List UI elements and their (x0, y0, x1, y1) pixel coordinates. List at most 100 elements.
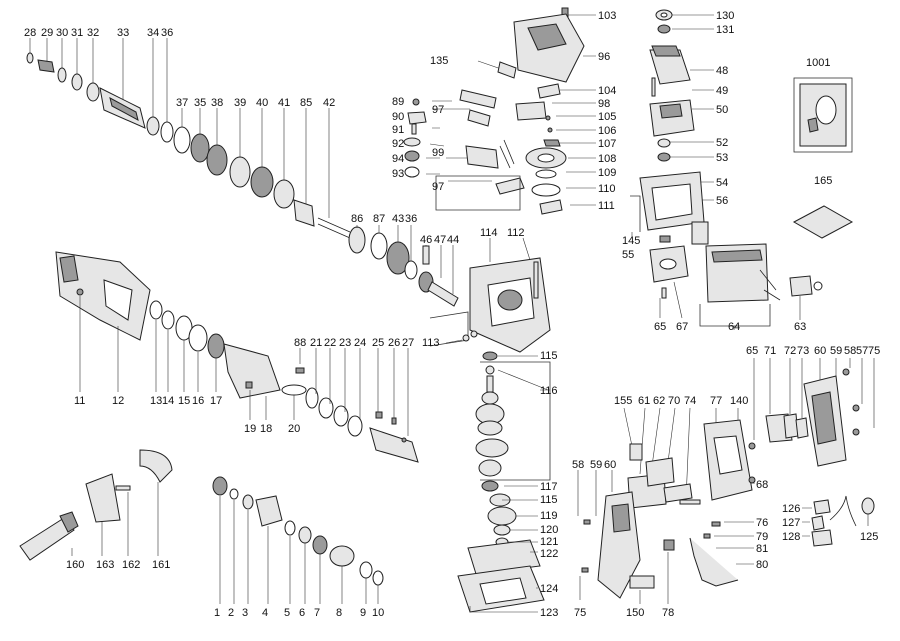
label-74: 74 (684, 395, 696, 407)
label-90: 90 (392, 111, 404, 123)
chuck-assembly: 1 2 3 4 5 6 7 8 9 10 (212, 476, 384, 619)
label-127: 127 (782, 517, 800, 529)
label-38: 38 (211, 97, 223, 109)
label-117: 117 (540, 481, 558, 493)
label-7: 7 (314, 607, 320, 619)
label-26: 26 (388, 337, 400, 349)
label-81: 81 (756, 543, 768, 555)
cover-assembly (403, 7, 596, 215)
label-30: 30 (56, 27, 68, 39)
label-36-b: 36 (405, 213, 417, 225)
label-56: 56 (716, 195, 728, 207)
label-32: 32 (87, 27, 99, 39)
label-34: 34 (147, 27, 159, 39)
label-165: 165 (814, 175, 832, 187)
label-65: 65 (654, 321, 666, 333)
label-97-b: 97 (432, 181, 444, 193)
label-70: 70 (668, 395, 680, 407)
label-114: 114 (480, 227, 498, 239)
label-87: 87 (373, 213, 385, 225)
label-13: 13 (150, 395, 162, 407)
label-126: 126 (782, 503, 800, 515)
label-54: 54 (716, 177, 728, 189)
housing-labels: 11 12 13 14 15 16 17 19 18 20 88 21 22 2… (74, 337, 414, 435)
label-116: 116 (540, 385, 558, 397)
label-111: 111 (598, 200, 615, 212)
label-94: 94 (392, 153, 404, 165)
spindle-assembly (26, 38, 459, 307)
label-19: 19 (244, 423, 256, 435)
label-47: 47 (434, 234, 446, 246)
label-14: 14 (162, 395, 174, 407)
label-52: 52 (716, 137, 728, 149)
label-93: 93 (392, 168, 404, 180)
label-29: 29 (41, 27, 53, 39)
label-131: 131 (716, 24, 734, 36)
label-71: 71 (764, 345, 776, 357)
label-27: 27 (402, 337, 414, 349)
label-113: 113 (422, 337, 440, 349)
handle-labels: 155 61 62 70 74 77 140 58 59 60 75 150 7… (572, 345, 880, 619)
label-110: 110 (598, 183, 616, 195)
label-48: 48 (716, 65, 728, 77)
label-119: 119 (540, 510, 558, 522)
label-75-b: 75 (868, 345, 880, 357)
label-162: 162 (122, 559, 140, 571)
label-35: 35 (194, 97, 206, 109)
label-28: 28 (24, 27, 36, 39)
label-23: 23 (339, 337, 351, 349)
label-115: 115 (540, 350, 558, 362)
label-21: 21 (310, 337, 322, 349)
label-53: 53 (716, 152, 728, 164)
side-handle-assembly: 160 163 162 161 (19, 449, 173, 571)
spindle-labels: 28 29 30 31 32 33 34 36 37 35 38 39 40 4… (24, 27, 459, 246)
label-18: 18 (260, 423, 272, 435)
handle-assembly (577, 358, 875, 604)
label-105: 105 (598, 111, 616, 123)
label-75: 75 (574, 607, 586, 619)
label-88: 88 (294, 337, 306, 349)
crank-housing-assembly (429, 237, 551, 613)
label-77: 77 (710, 395, 722, 407)
label-163: 163 (96, 559, 114, 571)
motor-assembly (630, 9, 823, 330)
label-64: 64 (728, 321, 740, 333)
label-49: 49 (716, 85, 728, 97)
label-42: 42 (323, 97, 335, 109)
label-98: 98 (598, 98, 610, 110)
label-43: 43 (392, 213, 404, 225)
label-115-b: 115 (540, 494, 558, 506)
label-1001: 1001 (806, 57, 830, 69)
label-44: 44 (447, 234, 459, 246)
label-37: 37 (176, 97, 188, 109)
label-160: 160 (66, 559, 84, 571)
label-108: 108 (598, 153, 616, 165)
cover-labels: 103 96 135 89 97 90 91 92 94 93 99 97 10… (392, 10, 616, 212)
label-72: 72 (784, 345, 796, 357)
label-4: 4 (262, 607, 268, 619)
label-17: 17 (210, 395, 222, 407)
accessory-boxes: 1001 165 (792, 57, 854, 239)
label-1: 1 (214, 607, 220, 619)
label-60-b: 60 (814, 345, 826, 357)
label-68: 68 (756, 479, 768, 491)
label-86: 86 (351, 213, 363, 225)
label-124: 124 (540, 583, 558, 595)
label-41: 41 (278, 97, 290, 109)
label-123: 123 (540, 607, 558, 619)
label-57: 57 (856, 345, 868, 357)
label-46: 46 (420, 234, 432, 246)
label-89: 89 (392, 96, 404, 108)
label-80: 80 (756, 559, 768, 571)
label-40: 40 (256, 97, 268, 109)
label-161: 161 (152, 559, 170, 571)
label-99: 99 (432, 147, 444, 159)
label-63: 63 (794, 321, 806, 333)
label-107: 107 (598, 138, 616, 150)
label-12: 12 (112, 395, 124, 407)
label-9: 9 (360, 607, 366, 619)
label-25: 25 (372, 337, 384, 349)
label-122: 122 (540, 548, 558, 560)
label-128: 128 (782, 531, 800, 543)
